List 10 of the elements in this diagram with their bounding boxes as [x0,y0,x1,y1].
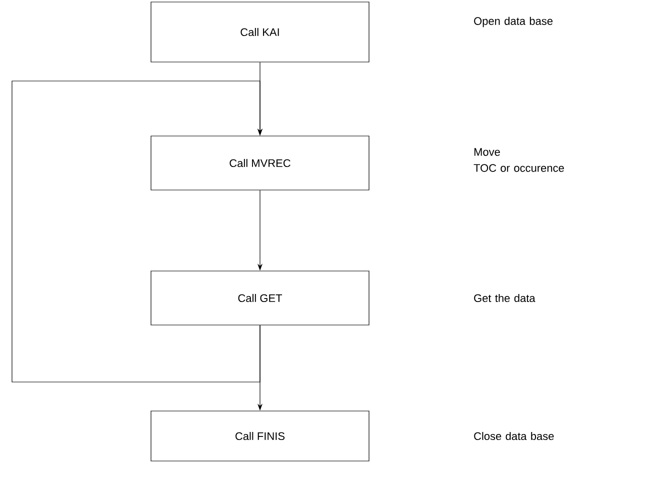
side-note: Get the data [474,294,536,302]
process-box: Call KAI [150,2,370,62]
process-box: Call GET [150,270,370,326]
side-note: TOC or occurence [474,164,564,172]
side-note: Close data base [474,432,554,440]
side-note: Move [474,148,500,156]
process-box: Call MVREC [150,136,370,190]
side-note: Open data base [474,16,553,28]
arrow [12,80,263,382]
process-box: Call FINIS [150,410,370,462]
